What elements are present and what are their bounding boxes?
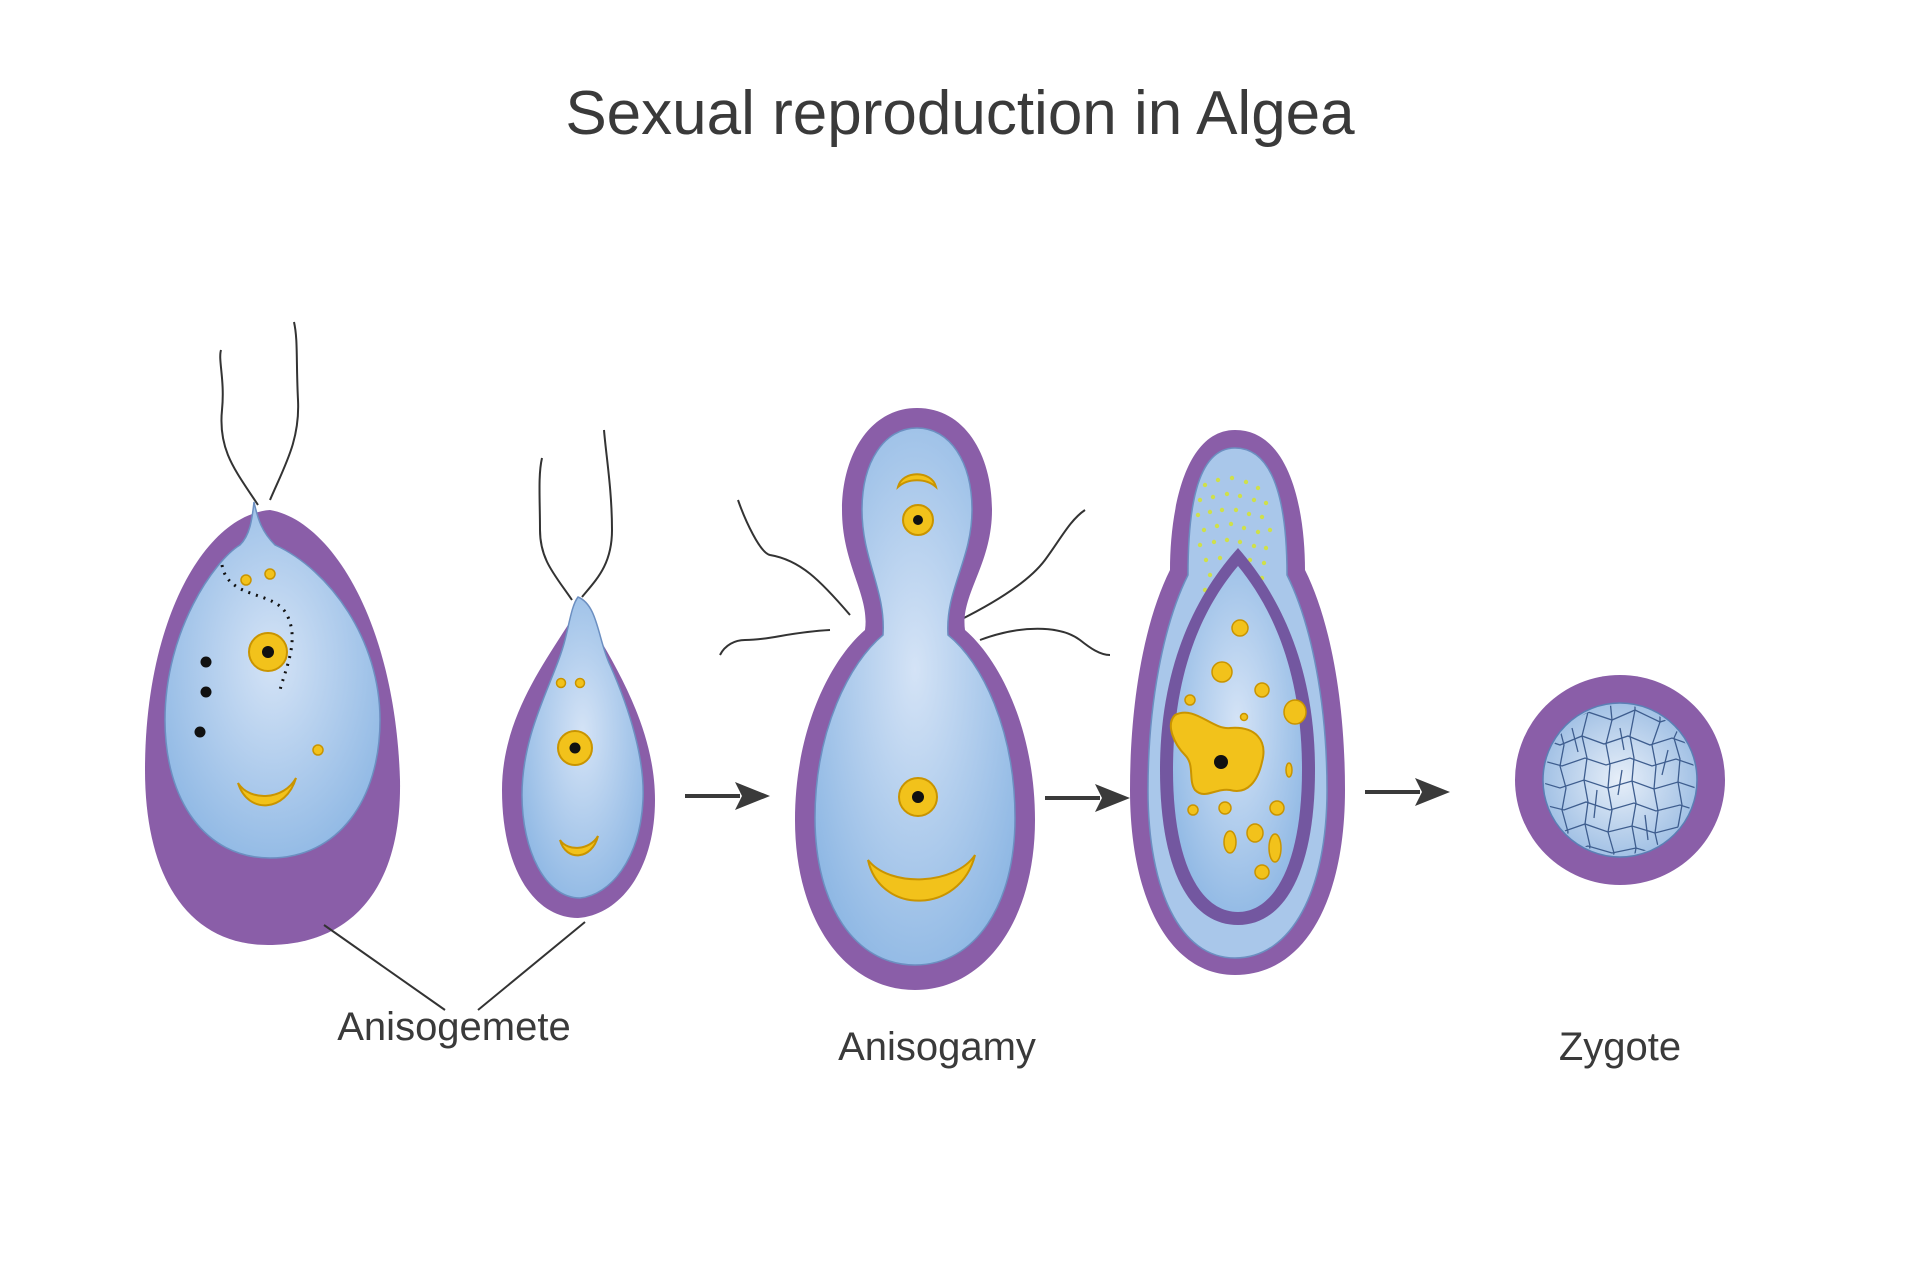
dark-granule (200, 686, 212, 698)
anisogamy-flagellum (719, 629, 831, 656)
small-granule (264, 568, 276, 580)
large-gamete-chloroplast (237, 777, 297, 807)
dark-granule (194, 726, 206, 738)
anisogamy-flagellum (959, 509, 1086, 621)
small-gamete-chloroplast (559, 835, 599, 857)
anisogamy-label: Anisogamy (838, 1025, 1036, 1069)
anisogamy-cell (719, 408, 1111, 990)
anisogamy-flagellum (979, 627, 1111, 656)
arrow-1 (685, 782, 770, 810)
dark-granule (200, 656, 212, 668)
small-gamete-flagellum-right (581, 429, 614, 598)
small-gamete-flagellum-left (538, 457, 573, 601)
zygote-label: Zygote (1558, 1025, 1682, 1069)
anisogamete-label: Anisogemete (337, 1005, 571, 1049)
large-anisogamete (145, 321, 401, 945)
anisogamete-pointer-line (477, 921, 586, 1011)
eyespot-dotted-line (220, 564, 294, 691)
fusion-cell (1130, 430, 1345, 975)
anisogamy-cytoplasm (814, 427, 1016, 966)
zygote (1515, 675, 1725, 885)
small-granule (312, 744, 324, 756)
small-granule (574, 677, 586, 689)
lower-nucleolus (912, 791, 924, 803)
large-gamete-cytoplasm (164, 501, 381, 859)
small-granule (555, 677, 567, 689)
fusion-nucleolus (1214, 755, 1228, 769)
diagram-title: Sexual reproduction in Algea (565, 79, 1355, 148)
large-gamete-nucleolus (262, 646, 274, 658)
arrow-2 (1045, 784, 1130, 812)
small-granule (240, 574, 252, 586)
fusion-nucleus-blob (1169, 711, 1265, 795)
fusion-granules (1184, 619, 1307, 880)
anisogamy-flagellum (737, 499, 851, 616)
large-gamete-flagellum-right (269, 321, 300, 501)
lower-chloroplast (867, 854, 976, 902)
anisogamete-pointer-line (323, 924, 446, 1011)
upper-nucleolus (913, 515, 923, 525)
upper-chloroplast (896, 473, 938, 490)
small-gamete-nucleolus (569, 742, 581, 754)
arrow-3 (1365, 778, 1450, 806)
small-anisogamete (502, 429, 655, 918)
dotted-granules (1195, 475, 1273, 595)
large-gamete-flagellum-left (219, 349, 259, 506)
